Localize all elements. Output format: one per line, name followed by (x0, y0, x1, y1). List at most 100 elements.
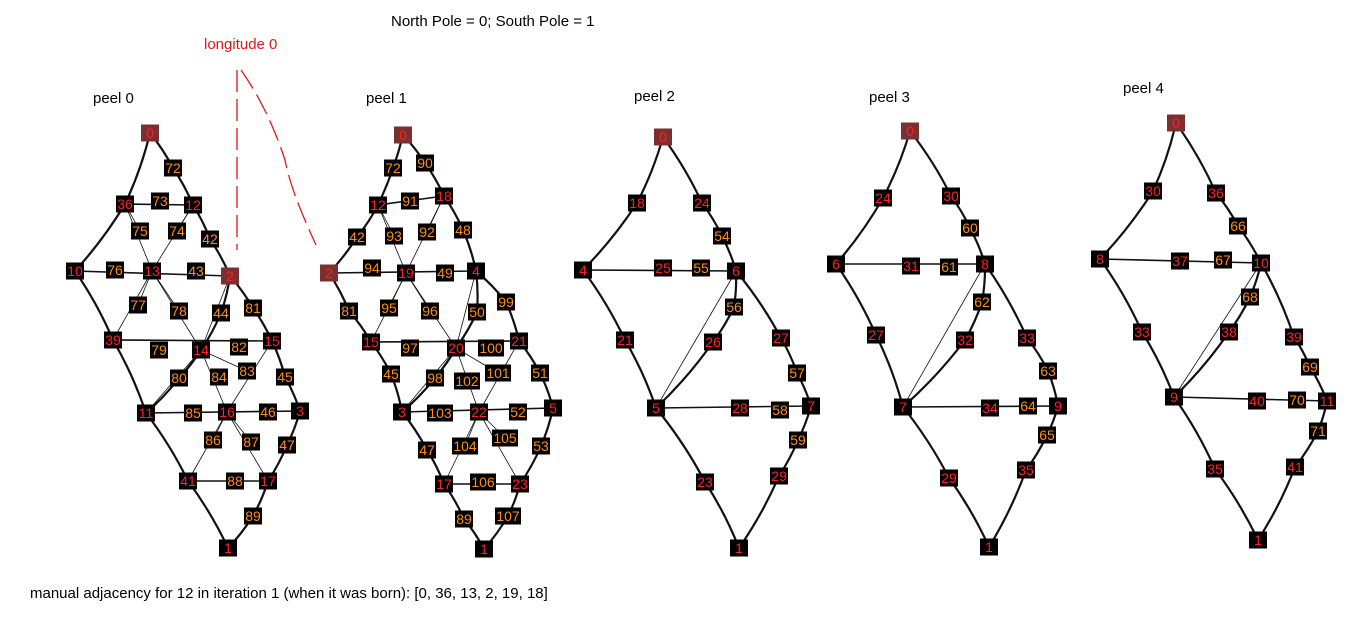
node-box (454, 372, 480, 390)
peel-0-node-12: 12 (184, 196, 202, 214)
peel-4-node-35: 35 (1206, 460, 1224, 478)
peel-1-node-97: 97 (401, 339, 419, 357)
node-label: 27 (868, 327, 884, 343)
peel-1-node-53: 53 (532, 437, 550, 455)
node-box (242, 433, 260, 451)
node-box (192, 341, 210, 359)
node-label: 9 (1170, 389, 1178, 405)
node-label: 107 (496, 508, 520, 524)
peel-1-node-50: 50 (468, 303, 486, 321)
peel-label-4: peel 4 (1123, 80, 1164, 97)
node-box (628, 194, 646, 212)
peel-0-node-73: 73 (151, 192, 169, 210)
node-box (544, 399, 562, 417)
peel-1-edge-4-20 (455, 270, 477, 349)
node-box (1133, 323, 1151, 341)
node-label: 59 (790, 432, 806, 448)
peel-3-node-64: 64 (1019, 397, 1037, 415)
node-label: 79 (151, 342, 167, 358)
node-box (772, 329, 790, 347)
node-label: 46 (260, 404, 276, 420)
peel-1-node-47: 47 (418, 441, 436, 459)
peel-2-node-27: 27 (772, 329, 790, 347)
node-box (467, 262, 485, 280)
node-label: 33 (1019, 330, 1035, 346)
node-label: 0 (146, 125, 154, 141)
node-label: 16 (219, 404, 235, 420)
node-box (137, 404, 155, 422)
node-label: 15 (264, 333, 280, 349)
peel-0-node-45: 45 (276, 368, 294, 386)
node-label: 43 (188, 263, 204, 279)
node-box (141, 124, 159, 142)
peel-0-node-47: 47 (278, 436, 296, 454)
node-box (470, 473, 496, 491)
node-box (452, 437, 478, 455)
node-box (1309, 422, 1327, 440)
node-label: 101 (486, 365, 510, 381)
node-box (1091, 250, 1109, 268)
peel-0-node-2: 2 (221, 267, 239, 285)
node-label: 4 (579, 262, 587, 278)
peel-2-node-5: 5 (647, 399, 665, 417)
peel-3-node-63: 63 (1039, 362, 1057, 380)
peel-1-node-52: 52 (509, 403, 527, 421)
node-box (940, 469, 958, 487)
peel-1-node-48: 48 (454, 221, 472, 239)
node-label: 18 (436, 188, 452, 204)
peel-1-node-21: 21 (510, 332, 528, 350)
peel-1-node-18: 18 (435, 187, 453, 205)
peel-4-node-0: 0 (1167, 114, 1185, 132)
node-box (961, 219, 979, 237)
node-label: 47 (279, 437, 295, 453)
peel-1-node-90: 90 (416, 154, 434, 172)
node-box (1249, 531, 1267, 549)
node-label: 0 (659, 129, 667, 145)
node-label: 64 (1020, 398, 1036, 414)
node-box (770, 467, 788, 485)
node-label: 6 (732, 263, 740, 279)
node-label: 82 (231, 339, 247, 355)
peel-0-node-1: 1 (219, 539, 237, 557)
peel-1-node-101: 101 (485, 364, 511, 382)
node-label: 42 (349, 229, 365, 245)
peel-0-node-36: 36 (116, 195, 134, 213)
node-label: 41 (1287, 459, 1303, 475)
peel-0-node-11: 11 (137, 404, 155, 422)
adjacency-note: manual adjacency for 12 in iteration 1 (… (30, 585, 548, 602)
node-box (1286, 458, 1304, 476)
peel-2-node-23: 23 (696, 473, 714, 491)
node-box (1167, 114, 1185, 132)
node-label: 76 (107, 262, 123, 278)
peel-2-node-6: 6 (727, 262, 745, 280)
node-label: 56 (726, 299, 742, 315)
peel-1-node-106: 106 (470, 473, 496, 491)
node-box (532, 437, 550, 455)
node-label: 90 (417, 155, 433, 171)
node-label: 30 (1145, 183, 1161, 199)
peel-3-node-7: 7 (894, 398, 912, 416)
peel-2-node-4: 4 (574, 261, 592, 279)
node-label: 25 (655, 260, 671, 276)
node-label: 8 (1096, 251, 1104, 267)
peel-2-node-28: 28 (731, 399, 749, 417)
node-label: 50 (469, 304, 485, 320)
node-box (170, 369, 188, 387)
node-box (401, 192, 419, 210)
peel-0-node-88: 88 (226, 472, 244, 490)
peel-1-node-19: 19 (397, 264, 415, 282)
peel-4-node-67: 67 (1214, 251, 1232, 269)
peel-label-0: peel 0 (93, 90, 134, 107)
node-box (727, 262, 745, 280)
node-label: 4 (472, 263, 480, 279)
peel-3-node-8: 8 (976, 255, 994, 273)
peel-1-node-72: 72 (384, 159, 402, 177)
node-box (789, 431, 807, 449)
node-label: 66 (1230, 218, 1246, 234)
peel-1-node-105: 105 (492, 429, 518, 447)
node-label: 12 (370, 197, 386, 213)
peel-1-node-92: 92 (418, 223, 436, 241)
node-box (492, 429, 518, 447)
node-box (1318, 392, 1336, 410)
